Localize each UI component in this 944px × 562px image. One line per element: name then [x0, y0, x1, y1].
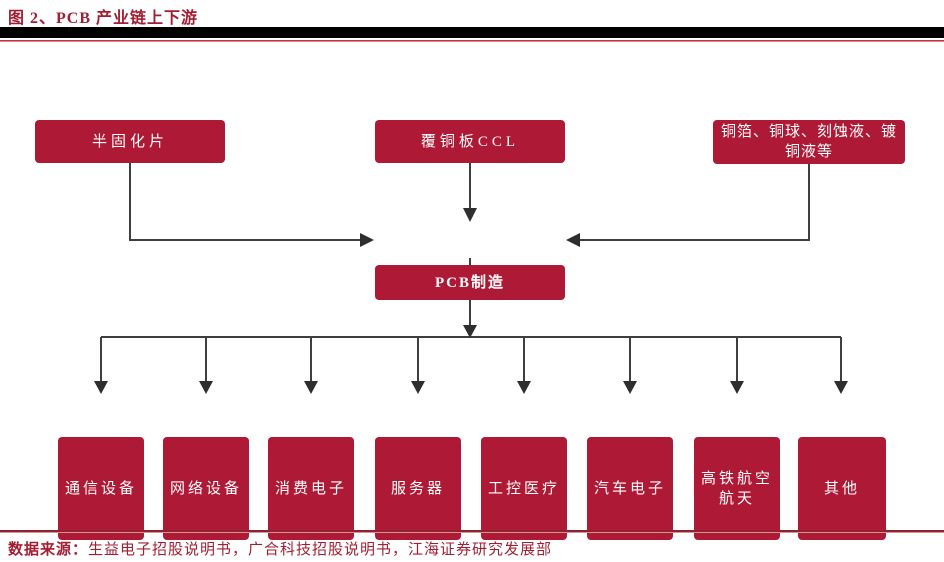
data-source-text: 生益电子招股说明书，广合科技招股说明书，江海证券研究发展部	[88, 542, 553, 558]
node-server: 服务器	[375, 437, 461, 540]
node-network-equipment: 网络设备	[163, 437, 249, 540]
node-others: 其他	[798, 437, 886, 540]
node-communication-equipment: 通信设备	[58, 437, 144, 540]
node-prepreg: 半固化片	[35, 120, 225, 163]
data-source-note: 数据来源：生益电子招股说明书，广合科技招股说明书，江海证券研究发展部	[8, 538, 552, 559]
node-copper-materials: 铜箔、铜球、刻蚀液、镀铜液等	[713, 120, 905, 164]
title-divider-line	[0, 40, 944, 42]
title-divider-bar	[0, 27, 944, 38]
node-ccl: 覆铜板CCL	[375, 120, 565, 163]
node-pcb-manufacturing: PCB制造	[375, 265, 565, 300]
node-industrial-medical: 工控医疗	[481, 437, 567, 540]
node-rail-aerospace: 高铁航空航天	[694, 437, 780, 540]
figure-title: 图 2、PCB 产业链上下游	[8, 10, 199, 27]
data-source-label: 数据来源：	[8, 542, 89, 558]
footer-divider-line	[0, 530, 944, 533]
diagram-canvas: 半固化片 覆铜板CCL 铜箔、铜球、刻蚀液、镀铜液等 PCB制造 通信设备 网络…	[0, 42, 944, 540]
node-automotive-electronics: 汽车电子	[587, 437, 673, 540]
node-consumer-electronics: 消费电子	[268, 437, 354, 540]
